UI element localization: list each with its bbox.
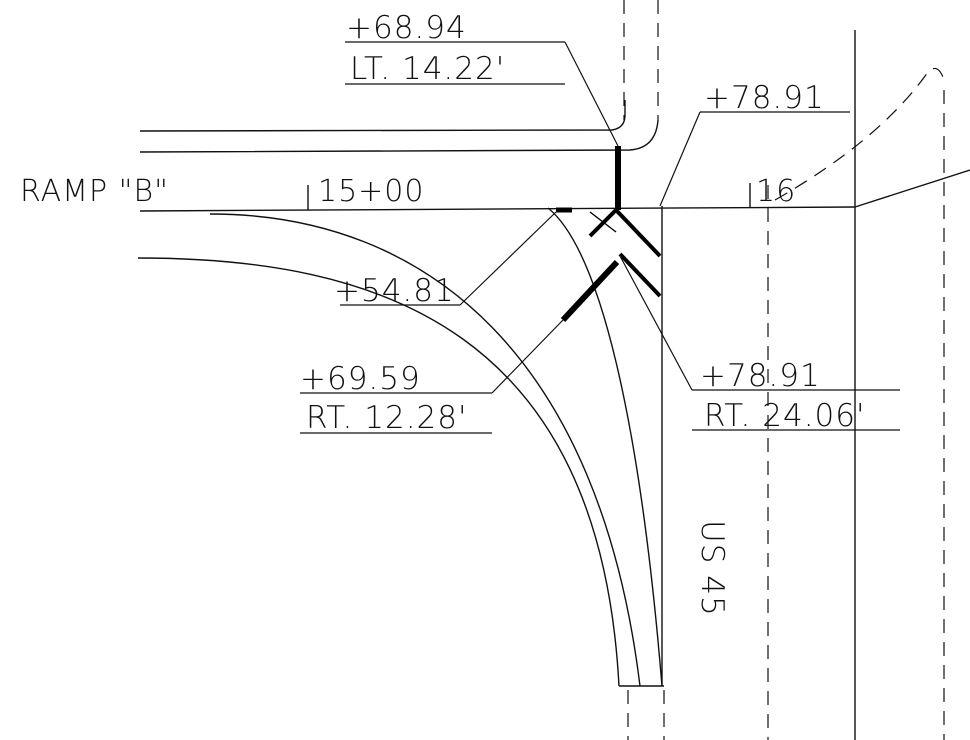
ramp-curve-outer (137, 257, 620, 687)
solid-vertical-lines (661, 30, 856, 740)
crosswalk-chevron-2 (618, 252, 662, 298)
ramp-edges (137, 100, 970, 687)
dashed-lines (623, 0, 945, 740)
station-ticks (307, 183, 751, 210)
callout-bottom-right-station: +78.91 (700, 358, 821, 394)
top-curb-outer (139, 100, 626, 132)
ramp-baseline (139, 206, 856, 212)
leader-bottom-right (619, 255, 693, 391)
ramp-curve-inner (547, 207, 663, 687)
callout-top-right-station: +78.91 (704, 80, 825, 116)
callout-bottom-left-offset: RT. 12.28' (306, 400, 468, 436)
leader-top-right (659, 111, 701, 207)
callout-top-left-offset: LT. 14.22' (350, 51, 505, 87)
baseline-extension (854, 169, 970, 208)
crosswalk-chevron (588, 207, 662, 258)
leader-bottom-left (491, 319, 564, 394)
dashed-ramp-curve (774, 67, 945, 201)
callout-top-left-station: +68.94 (346, 10, 467, 46)
ramp-curve-middle (209, 213, 641, 687)
callout-mid-left-station: +54.81 (334, 273, 455, 309)
top-curb-inner (139, 119, 659, 153)
callout-bottom-left-station: +69.59 (300, 361, 421, 397)
route-label: US 45 (694, 520, 730, 617)
crosswalk-bar-diagonal (560, 259, 620, 323)
leader-top-left (564, 41, 619, 147)
callout-bottom-right-offset: RT. 24.06' (704, 398, 866, 434)
station-16-label: 16 (756, 174, 796, 209)
crosswalk-marks (556, 146, 662, 323)
leader-mid-left (459, 211, 557, 306)
crosswalk-thin-1 (589, 211, 617, 233)
leader-lines (300, 41, 900, 434)
station-1500-label: 15+00 (318, 174, 424, 209)
ramp-name-label: RAMP "B" (20, 174, 169, 209)
